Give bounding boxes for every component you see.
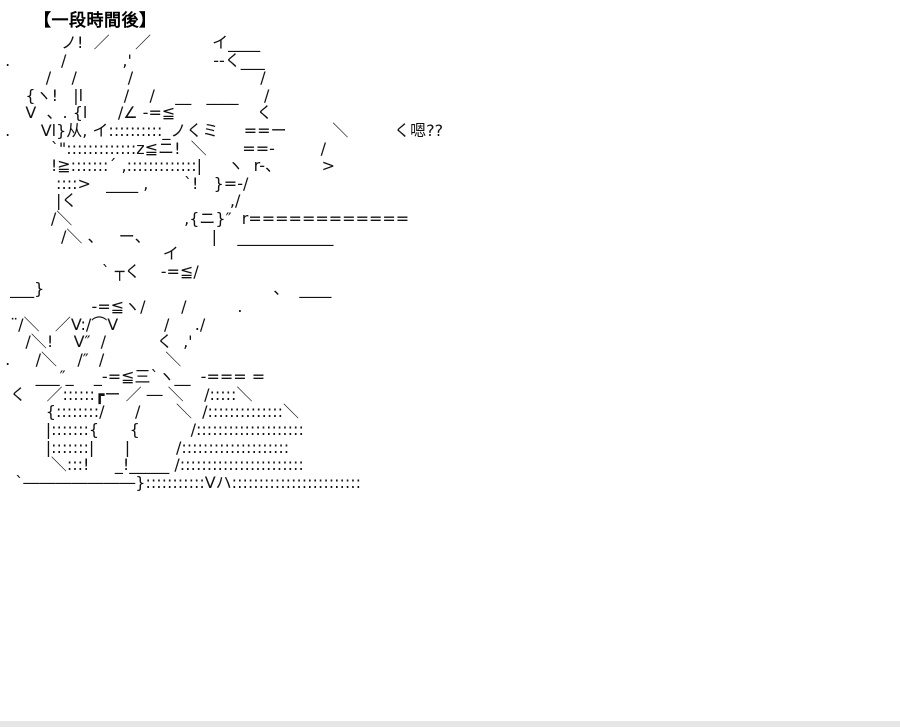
art-line: /＼ ,{ニ}″ r============	[0, 208, 410, 228]
art-line: `―――――――}:::::::::::Vハ::::::::::::::::::…	[0, 472, 362, 492]
art-line: `":::::::::::::z≦ニ! ＼ ==- /	[0, 138, 327, 158]
ascii-art: ノ! ／ ／ イ____ . / ,' --く___ / / / / {ヽ! |…	[0, 34, 443, 491]
art-line: |:::::::{ { /::::::::::::::::::::	[0, 420, 304, 440]
art-line: ノ! ／ ／ イ____	[0, 33, 261, 52]
art-line: . /＼ /″ / ＼	[0, 349, 182, 369]
art-line: ___″_ _-=≦三`ヽ__ -=== =	[0, 367, 266, 387]
page-title: 【一段時間後】	[34, 11, 157, 31]
art-line: V 、. {l /∠ -=≦ く	[0, 103, 273, 123]
art-line: ¨/＼ ／V:/⌒V / ./	[0, 314, 206, 334]
art-line: ＼:::! _!_____ /:::::::::::::::::::::::	[0, 455, 304, 475]
art-line: {::::::::/ / ＼ /::::::::::::::＼	[0, 402, 300, 422]
art-line: ___} 、 ____	[0, 279, 332, 299]
art-line: く ／::::::┏ー ／ ― ＼ /:::::＼	[0, 384, 253, 404]
art-line: . / ,' --く___	[0, 50, 265, 70]
art-line: / / / /	[0, 68, 266, 88]
art-line: ` ┬く -=≦/	[0, 261, 199, 281]
art-line: /＼ 、 ー、 | ____________	[0, 226, 334, 246]
art-line: {ヽ! |l / / __ ____ /	[0, 85, 270, 105]
art-line: !≧:::::::´ ,:::::::::::::| ヽ r-、 >	[0, 156, 336, 176]
art-line: |く ,/	[0, 191, 241, 211]
art-line: . Vl}从, イ::::::::::_ノくミ ==ー ＼ く嗯??	[0, 120, 444, 140]
art-line: /＼! V″ / く ,'	[0, 332, 193, 352]
bottom-divider	[0, 721, 900, 727]
art-line: |:::::::| | /::::::::::::::::::::	[0, 437, 290, 457]
art-line: ::::> ____ , `! }=-/	[0, 173, 249, 193]
art-line: -=≦ヽ/ / .	[0, 296, 243, 316]
art-line: イ	[0, 244, 179, 264]
